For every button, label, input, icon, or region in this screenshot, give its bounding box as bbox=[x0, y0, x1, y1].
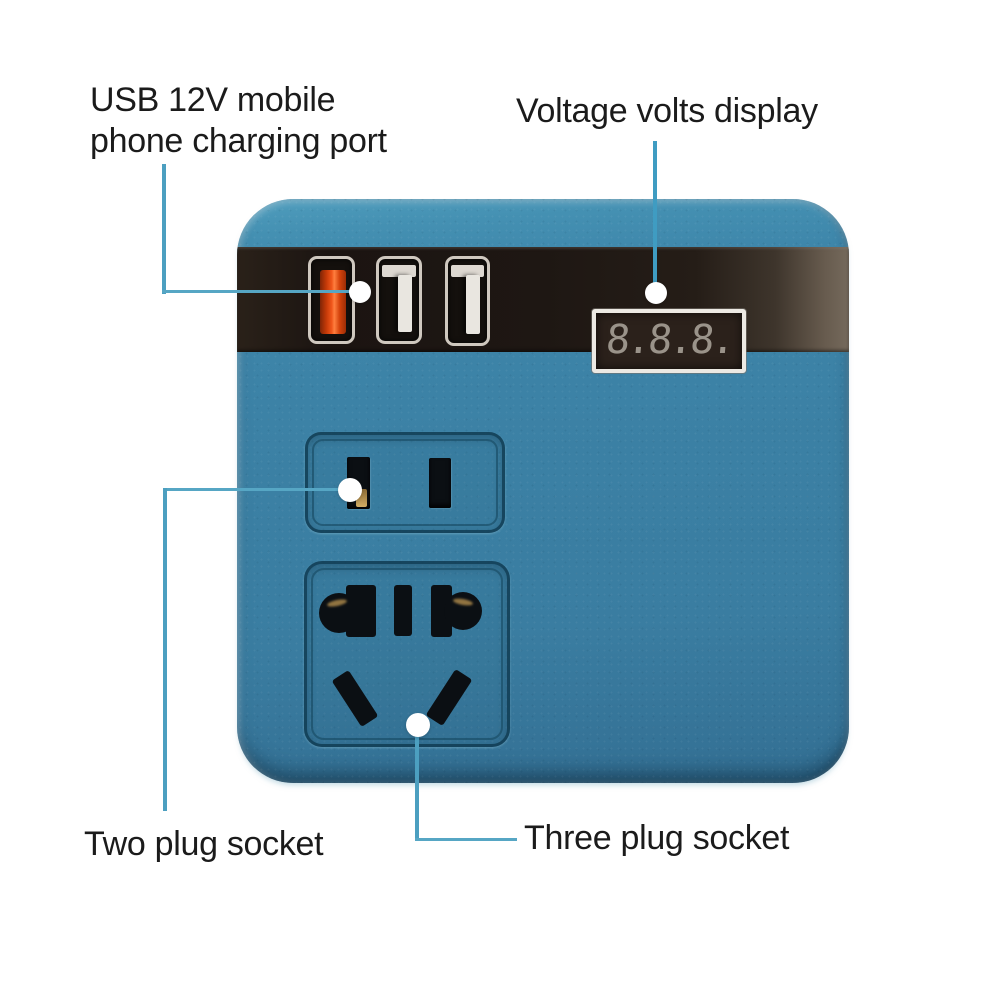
three-plug-socket bbox=[304, 561, 510, 747]
usb-cap bbox=[382, 265, 416, 277]
device-panel: 8.8.8. bbox=[237, 199, 849, 783]
socket-slot-right bbox=[429, 458, 451, 508]
pointer-dot-voltage bbox=[645, 282, 667, 304]
usb-strip: 8.8.8. bbox=[237, 247, 849, 373]
flat-slot-right bbox=[431, 585, 452, 637]
slanted-slot-left bbox=[331, 669, 379, 728]
two-plug-socket bbox=[305, 432, 505, 533]
flat-slot-left bbox=[346, 585, 376, 637]
usb-port-2 bbox=[376, 256, 422, 344]
usb-port-3 bbox=[445, 256, 490, 346]
pointer-dot-three-plug bbox=[406, 713, 430, 737]
voltage-display-digits: 8.8.8. bbox=[603, 317, 735, 363]
brass-contact bbox=[356, 489, 367, 507]
leader-line-three-plug-horizontal bbox=[415, 838, 517, 841]
leader-line-usb-vertical bbox=[162, 164, 166, 294]
leader-line-voltage bbox=[653, 141, 657, 293]
leader-line-two-plug-horizontal bbox=[163, 488, 343, 491]
three-plug-socket-label: Three plug socket bbox=[524, 819, 790, 857]
usb-tongue bbox=[398, 275, 412, 332]
two-plug-socket-label: Two plug socket bbox=[84, 825, 324, 863]
round-hole-right bbox=[444, 592, 482, 630]
leader-line-two-plug-vertical bbox=[163, 488, 167, 811]
slanted-slot-right bbox=[425, 668, 473, 727]
flat-slot-center bbox=[394, 585, 412, 636]
usb-tongue bbox=[466, 275, 480, 334]
pointer-dot-two-plug bbox=[338, 478, 362, 502]
voltage-display-label: Voltage volts display bbox=[516, 92, 818, 130]
usb-quick-charge-tongue bbox=[320, 270, 346, 334]
usb-port-quick-charge bbox=[308, 256, 355, 344]
usb-cap bbox=[451, 265, 484, 277]
voltage-display: 8.8.8. bbox=[592, 309, 746, 373]
leader-line-usb-horizontal bbox=[162, 290, 352, 293]
pointer-dot-usb bbox=[349, 281, 371, 303]
usb-charging-port-label: USB 12V mobile phone charging port bbox=[90, 81, 387, 160]
leader-line-three-plug-vertical bbox=[415, 727, 419, 841]
